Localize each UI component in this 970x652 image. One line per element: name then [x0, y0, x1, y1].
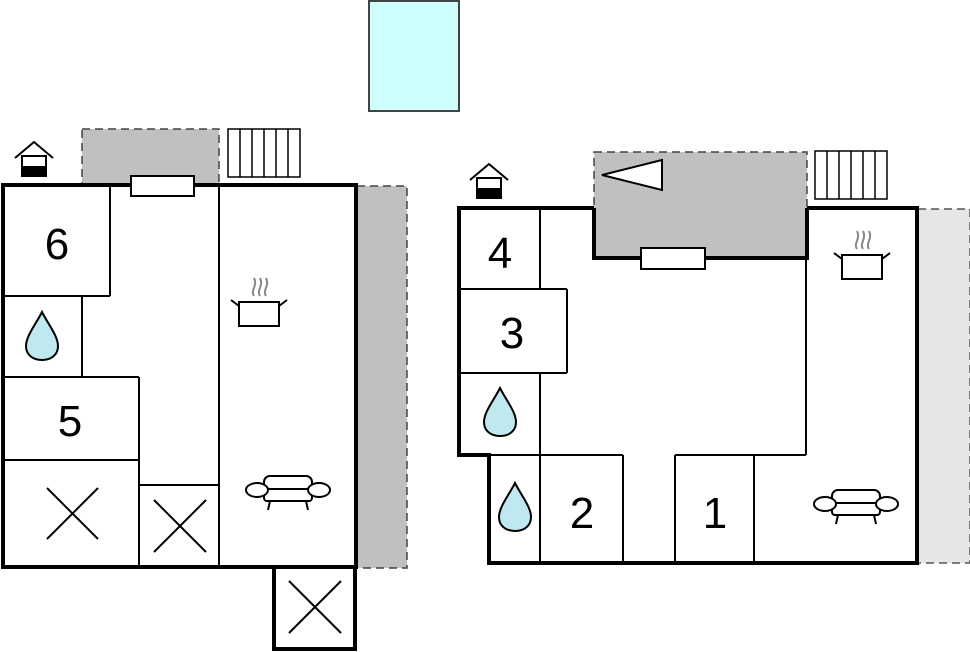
room-1-label: 1: [703, 489, 727, 538]
cross-icon: [288, 580, 342, 634]
cross-icon: [153, 499, 207, 553]
room-6-label: 6: [45, 220, 69, 269]
right-top-terrace: [593, 151, 808, 259]
left-unit: 6 5: [1, 128, 408, 651]
room-3-label: 3: [500, 309, 524, 358]
window-icon: [130, 175, 195, 197]
pool: [368, 0, 460, 112]
direction-arrow-icon: [601, 158, 663, 192]
right-side-terrace: [917, 208, 970, 564]
house-icon: [469, 163, 509, 199]
room-4-label: 4: [488, 229, 512, 278]
radiator-icon: [814, 150, 888, 200]
cross-icon: [46, 487, 99, 540]
house-icon: [14, 141, 54, 177]
left-side-terrace: [356, 185, 408, 569]
room-2-label: 2: [570, 489, 594, 538]
radiator-icon: [227, 128, 301, 178]
window-icon: [640, 247, 706, 270]
room-5-label: 5: [58, 397, 82, 446]
right-unit: 4 3 2 1: [457, 150, 970, 565]
